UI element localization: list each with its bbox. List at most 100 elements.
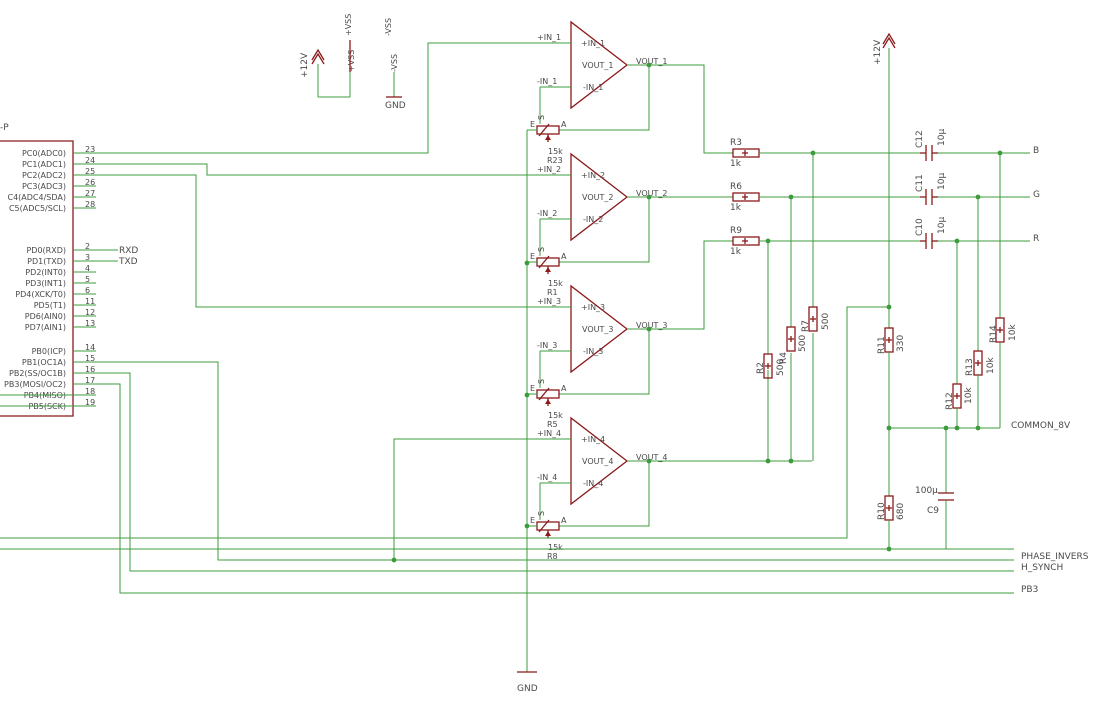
opamp-feedback-out-wire [559,197,650,263]
mcu-pin-label: PC2(ADC2) [22,171,66,180]
opamp-feedback-out-wire [559,65,650,131]
r10-name: R10 [877,502,887,520]
pot-name: R1 [547,288,558,297]
mcu-pin-label: PC0(ADC0) [22,149,66,158]
mcu-pin-label: PB2(SS/OC1B) [9,369,66,378]
mcu-pin-label: C5(ADC5/SCL) [9,204,66,213]
pot-3-body [536,389,560,399]
opamp-inp-pin-label: +IN_1 [581,39,605,48]
pot-wiper-arrow [545,531,551,536]
net-h-synch: H_SYNCH [1021,563,1063,573]
r3-value: 1k [730,159,742,169]
pot-value: 15k [548,279,563,288]
mcu-pin-number: 23 [85,145,95,154]
p12v-label-right: +12V [873,39,883,65]
opamp-out-pin-label: VOUT_1 [582,61,613,70]
mcu-pin-number: 25 [85,167,95,176]
pot-pin-e: E [530,120,535,129]
mcu-pin-label: PD2(INT0) [25,268,66,277]
pot-slash [538,255,550,269]
r2-value: 500 [776,359,786,376]
pot-2-body [536,257,560,267]
opamp-inp-net-label: +IN_1 [537,33,561,42]
pot-wiper-arrow [545,135,551,140]
mcu-pin-label: PC1(ADC1) [22,160,66,169]
mcu-pin-label: PB0(ICP) [32,347,66,356]
opamp-inn-net-label: -IN_2 [537,209,557,218]
mcu-pin-label: PB3(MOSI/OC2) [4,380,66,389]
pot-value: 15k [548,147,563,156]
opamp-inp-pin-label: +IN_3 [581,303,605,312]
r6-name: R6 [730,182,742,192]
opamp-inn-net-label: -IN_4 [537,473,557,482]
pot-value: 15k [548,411,563,420]
r7-value: 500 [821,313,831,330]
opamp-out-net-label: VOUT_3 [636,321,667,330]
r7-name: R7 [801,320,811,332]
pot-pin-e: E [530,516,535,525]
gnd-label-top: GND [385,101,406,111]
pot-pin-a: A [561,252,567,261]
c10-value: 10µ [937,217,947,234]
mcu-pin-number: 12 [85,308,95,317]
mcu-pin-label: PD7(AIN1) [25,323,66,332]
mcu-pin-number: 15 [85,354,95,363]
mcu-pin-label: PD3(INT1) [25,279,66,288]
power-symbols: +12V +VSS +VSS -VSS -VSS GND [300,14,406,111]
pot-name: R5 [547,420,558,429]
mcu-pin-number: 28 [85,200,95,209]
mcu-pin-number: 14 [85,343,95,352]
pot-wiper-arrow [545,267,551,272]
mcu-pin-label: C4(ADC4/SDA) [8,193,67,202]
opamp-inn-pin-label: -IN_1 [583,83,603,92]
r13-value: 10k [986,357,996,374]
opamp-3-symbol [570,284,629,374]
mcu-pin-number: 17 [85,376,95,385]
r12-value: 10k [964,387,974,404]
r13-name: R13 [965,358,975,376]
opamp-inn-pin-label: -IN_2 [583,215,603,224]
r4-value: 500 [798,335,808,352]
pot-wiper-arrow [545,399,551,404]
r2-name: R2 [756,362,766,374]
opamp-1-symbol [570,20,629,110]
net-phase-invers: PHASE_INVERS [1021,552,1089,562]
vss-neg-pin-label: -VSS [390,54,399,72]
mcu-pin-number: 4 [85,264,90,273]
opamp-out-pin-label: VOUT_3 [582,325,613,334]
opamp-inp-net-label: +IN_2 [537,165,561,174]
mcu-pin-number: 2 [85,242,90,251]
mcu-pin-number: 5 [85,275,90,284]
r11-name: R11 [877,336,887,354]
r4-name: R4 [779,352,789,364]
txd-label: TXD [118,257,138,267]
opamp-4-symbol [570,416,629,506]
gnd-label-bottom: GND [517,684,538,694]
opamp-inp-net-label: +IN_3 [537,297,561,306]
r14-name: R14 [989,325,999,343]
pot-1-body [536,125,560,135]
pot-slash [538,519,550,533]
pot-slash [538,387,550,401]
opamp-inn-pin-label: -IN_4 [583,479,603,488]
opamp-feedback-out-wire [559,461,650,527]
mcu-pin-number: 19 [85,398,95,407]
vss-neg-label: -VSS [384,18,393,36]
mcu-block: -P PC0(ADC0)23PC1(ADC1)24PC2(ADC2)25PC3(… [0,123,138,417]
net-pb3: PB3 [1021,585,1038,595]
vss-pos-label: +VSS [344,14,353,36]
net-common-8v: COMMON_8V [1011,421,1071,431]
mcu-pin-label: PD0(RXD) [26,246,66,255]
mcu-pin-label: PB1(OC1A) [22,358,66,367]
opamp-out-pin-label: VOUT_4 [582,457,613,466]
opamp-feedback-out-wire [559,329,650,395]
opamp-inn-net-label: -IN_1 [537,77,557,86]
c12-name: C12 [915,130,925,148]
pot-pin-s: S [537,247,546,252]
output-network: R3 1k R6 1k R9 1k B G R C12 10µ C11 10µ … [627,32,1071,552]
opamp-2-symbol [570,152,629,242]
